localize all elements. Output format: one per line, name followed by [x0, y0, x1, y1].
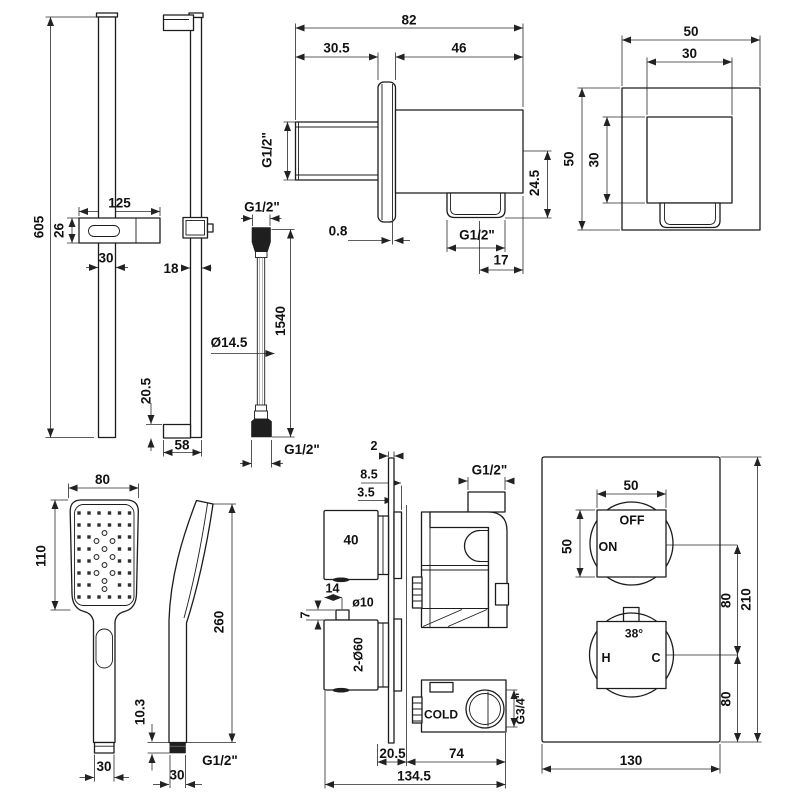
plate-off-label: OFF [620, 514, 645, 528]
handset-head-width-label: 80 [95, 472, 110, 487]
valve-pin-height-label: 7 [299, 611, 313, 618]
valve-pin-diameter-label: ø10 [352, 596, 374, 610]
valve-body-depth-label: 74 [449, 746, 465, 761]
plate-spacing-bottom-label: 80 [719, 691, 734, 706]
elbow-outlet-drop-label: 24.5 [527, 169, 542, 196]
hose-length-label: 1540 [273, 306, 288, 336]
hose-top-thread-label: G1/2" [244, 200, 280, 215]
elbow-flange-gap-label: 0.8 [329, 224, 348, 239]
handset-side-connector-width-label: 30 [169, 768, 184, 783]
square-outlet-view: 50 30 50 30 [562, 24, 761, 231]
rail-width-label: 30 [98, 251, 113, 266]
elbow-body-depth-label: 46 [451, 41, 467, 56]
handset-head-height-label: 110 [34, 545, 49, 567]
handset-front-view: 80 110 30 [34, 472, 139, 782]
valve-offset-outer-label: 8.5 [360, 468, 377, 482]
elbow-inlet-depth-label: 30.5 [323, 41, 350, 56]
rail-bracket-height-label: 26 [52, 223, 67, 239]
handset-length-label: 260 [212, 611, 227, 634]
plate-width-label: 130 [620, 753, 643, 768]
elbow-inlet-thread-label: G1/2" [260, 132, 275, 168]
rail-depth-label: 18 [163, 261, 179, 276]
plate-temp-label: 38° [625, 627, 643, 641]
plate-height-label: 210 [739, 588, 754, 611]
hose-bottom-thread-label: G1/2" [284, 442, 320, 457]
rail-foot-depth-label: 58 [174, 438, 190, 453]
spray-nozzles [77, 511, 132, 599]
handset-connector-width-label: 30 [96, 759, 111, 774]
handset-connector-height-label: 10.3 [133, 698, 148, 725]
valve-wall-depth-label: 20.5 [379, 746, 406, 761]
valve-offset-inner-label: 3.5 [357, 486, 374, 500]
square-outlet-width-label: 50 [683, 24, 698, 39]
valve-top-thread-label: G1/2" [472, 463, 508, 478]
slide-rail-front-view: 605 125 26 30 [32, 12, 161, 439]
trim-plate-view: 50 50 OFF ON 38° H C 80 210 80 130 [541, 456, 762, 774]
valve-side-view: 2 8.5 3.5 G1/2" 40 14 ø10 7 2-Ø60 COLD G… [299, 439, 528, 789]
rail-foot-height-label: 20.5 [139, 377, 154, 404]
plate-hot-label: H [602, 651, 611, 665]
elbow-outlet-thread-label: G1/2" [459, 228, 495, 243]
square-outlet-inner-width-label: 30 [682, 46, 697, 61]
square-outlet-height-label: 50 [562, 151, 577, 166]
valve-total-depth-label: 134.5 [397, 769, 431, 784]
valve-cold-label: COLD [424, 708, 458, 722]
handset-side-view: 260 10.3 30 G1/2" [133, 499, 238, 788]
spray-nozzles-center [93, 530, 116, 592]
valve-handle-depth-label: 40 [343, 533, 358, 548]
rail-bracket-width-label: 125 [108, 196, 131, 211]
hose-diameter-label: Ø14.5 [211, 335, 248, 350]
valve-handle-diameter-label: 2-Ø60 [352, 637, 366, 672]
plate-spacing-top-label: 80 [719, 593, 734, 608]
elbow-outlet-edge-label: 17 [493, 253, 508, 268]
elbow-total-depth-label: 82 [401, 13, 416, 28]
plate-handle-width-label: 50 [623, 478, 638, 493]
plate-handle-height-label: 50 [560, 539, 575, 554]
valve-pin-offset-label: 14 [326, 582, 340, 596]
plate-on-label: ON [599, 540, 618, 554]
shower-hose-view: G1/2" Ø14.5 1540 G1/2" [211, 200, 320, 468]
plate-cold-handle-label: C [651, 651, 660, 665]
wall-elbow-view: 82 30.5 46 G1/2" 0.8 G1/2" 17 24.5 [260, 13, 552, 274]
square-outlet-inner-height-label: 30 [587, 152, 602, 167]
valve-plate-thickness-label: 2 [371, 439, 378, 453]
rail-height-label: 605 [32, 215, 47, 238]
handset-thread-label: G1/2" [202, 753, 238, 768]
valve-side-thread-label: G3/4" [514, 693, 528, 725]
slide-rail-side-view: 18 20.5 58 [139, 12, 214, 457]
